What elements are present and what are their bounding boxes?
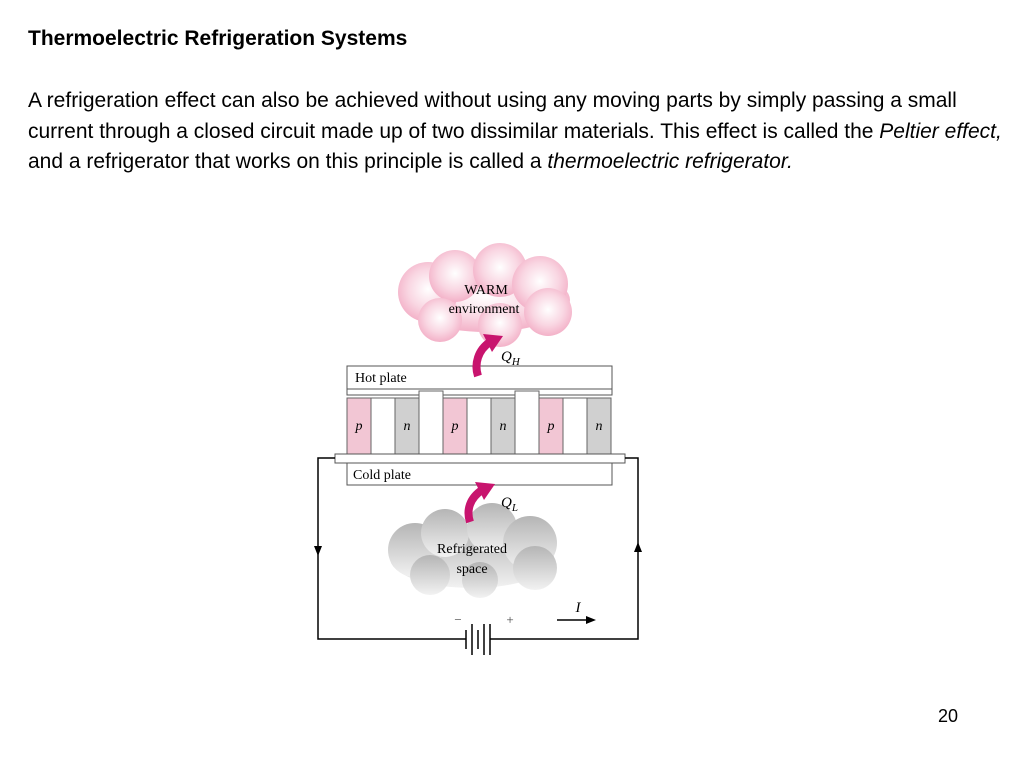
- thermoelectric-legs: p n p n p n: [346, 390, 612, 463]
- current-label: I: [575, 600, 582, 616]
- n-leg-1: [394, 397, 420, 455]
- leg-label-6: n: [596, 419, 603, 434]
- heat-rejected-arrow: QH: [472, 334, 521, 378]
- cold-plate-label: Cold plate: [353, 468, 411, 483]
- paragraph-text-1: A refrigeration effect can also be achie…: [28, 89, 957, 143]
- current-direction-down-icon: [314, 546, 322, 556]
- paragraph-text-2: and a refrigerator that works on this pr…: [28, 150, 548, 173]
- intro-paragraph: A refrigeration effect can also be achie…: [28, 86, 1003, 178]
- hot-plate-label: Hot plate: [355, 371, 407, 386]
- cold-side-conductor: [334, 453, 626, 464]
- leg-label-4: n: [500, 419, 507, 434]
- hot-plate: Hot plate: [346, 365, 613, 396]
- battery-plus-label: +: [506, 612, 513, 627]
- current-arrow: I: [557, 600, 596, 624]
- qh-label: QH: [501, 349, 521, 368]
- connector-4: [514, 390, 540, 455]
- leg-label-3: p: [451, 419, 459, 434]
- connector-2: [418, 390, 444, 455]
- connector-5: [562, 397, 588, 463]
- leg-label-1: p: [355, 419, 363, 434]
- cold-label-line1: Refrigerated: [437, 542, 507, 557]
- leg-label-2: n: [404, 419, 411, 434]
- paragraph-emphasis-peltier: Peltier effect,: [879, 119, 1002, 143]
- ql-symbol: Q: [501, 495, 512, 511]
- warm-environment-cloud: WARM environment: [398, 243, 572, 347]
- refrigerated-space-cloud: Refrigerated space: [388, 503, 557, 598]
- n-leg-2: [490, 397, 516, 455]
- paragraph-emphasis-refrigerator: thermoelectric refrigerator.: [547, 150, 793, 173]
- arrow-right-icon: [586, 616, 596, 624]
- leg-label-5: p: [547, 419, 555, 434]
- slide-title: Thermoelectric Refrigeration Systems: [28, 27, 408, 50]
- warm-label-line1: WARM: [464, 283, 508, 298]
- cold-label-line2: space: [456, 562, 487, 577]
- warm-label-line2: environment: [449, 302, 520, 317]
- ql-subscript: L: [511, 502, 518, 514]
- current-direction-up-icon: [634, 542, 642, 552]
- n-leg-3: [586, 397, 612, 455]
- qh-subscript: H: [511, 356, 521, 368]
- qh-symbol: Q: [501, 349, 512, 365]
- heat-absorbed-arrow: QL: [464, 482, 518, 524]
- ql-label: QL: [501, 495, 518, 514]
- slide-number: 20: [938, 706, 959, 726]
- battery-minus-label: −: [454, 612, 461, 627]
- battery: [465, 624, 491, 655]
- cold-plate: Cold plate: [346, 462, 613, 486]
- connector-3: [466, 397, 492, 463]
- connector-1: [370, 397, 396, 463]
